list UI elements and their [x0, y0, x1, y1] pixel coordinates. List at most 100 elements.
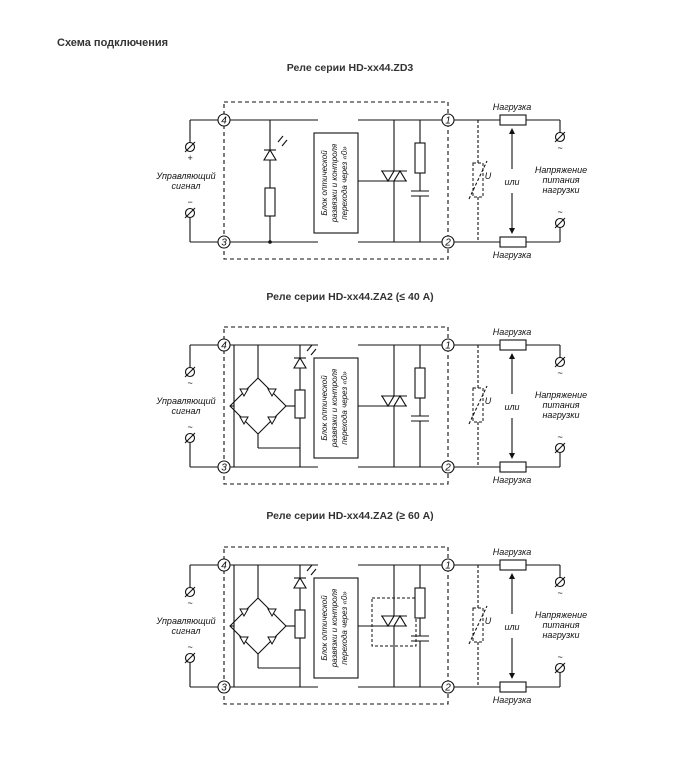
terminal-4-label: 4	[221, 341, 227, 352]
control-label-line2: сигнал	[172, 406, 201, 416]
bridge-diode-2	[267, 388, 277, 398]
supply-terminal-bottom-slash	[554, 217, 566, 229]
relay-enclosure	[223, 546, 449, 705]
load-label-top: Нагрузка	[493, 102, 532, 112]
bridge-diode-1	[239, 608, 249, 618]
control-polarity-top: +	[187, 153, 192, 163]
varistor-label: U	[485, 171, 492, 181]
led-arrow-2	[281, 139, 288, 147]
supply-label-line2: питания	[542, 620, 579, 630]
supply-terminal-top-slash	[554, 356, 566, 368]
triac-part-1	[381, 395, 395, 408]
supply-symbol-bottom: ~	[557, 207, 562, 217]
control-polarity-top: ~	[187, 378, 192, 388]
page-heading: Схема подключения	[57, 37, 169, 49]
supply-terminal-top-slash	[554, 131, 566, 143]
bridge-diode-4	[267, 416, 277, 426]
or-arrowhead-down	[509, 453, 515, 459]
led-arrow-2	[310, 568, 317, 576]
optical-isolation-block	[313, 132, 359, 234]
control-label-line1: Управляющий	[155, 396, 215, 406]
or-label: или	[504, 402, 519, 412]
supply-label-line3: нагрузки	[542, 410, 579, 420]
led-arrow-1	[306, 564, 313, 572]
terminal-1-label: 1	[445, 561, 451, 572]
diagram-title-za2-60: Реле серии HD-xx44.ZA2 (≥ 60 А)	[266, 510, 434, 522]
load-label-bottom: Нагрузка	[493, 250, 532, 260]
input-resistor	[294, 609, 306, 639]
optical-block-label: Блок оптическойразвязки и контроляперехо…	[320, 368, 349, 448]
triac-part-2	[393, 394, 407, 407]
control-terminal-top-slash	[184, 586, 196, 598]
load-label-top: Нагрузка	[493, 547, 532, 557]
terminal-2-label: 2	[444, 238, 451, 249]
led-arrow-1	[277, 135, 284, 143]
supply-terminal-top-slash	[554, 576, 566, 588]
relay-enclosure	[223, 326, 449, 485]
triac-part-1	[381, 615, 395, 628]
varistor-label: U	[485, 396, 492, 406]
control-label-line2: сигнал	[172, 626, 201, 636]
led-diode	[293, 576, 307, 589]
snubber-resistor	[414, 367, 426, 399]
terminal-2-label: 2	[444, 463, 451, 474]
load-label-top: Нагрузка	[493, 327, 532, 337]
or-arrowhead-down	[509, 673, 515, 679]
control-terminal-top-slash	[184, 141, 196, 153]
or-arrowhead-up	[509, 353, 515, 359]
supply-label-line3: нагрузки	[542, 630, 579, 640]
load-label-bottom: Нагрузка	[493, 475, 532, 485]
varistor-slash	[468, 160, 488, 200]
or-label: или	[504, 622, 519, 632]
led-diode	[263, 148, 277, 161]
supply-symbol-top: ~	[557, 143, 562, 153]
supply-label-line2: питания	[542, 175, 579, 185]
terminal-1-label: 1	[445, 116, 451, 127]
varistor-slash	[468, 385, 488, 425]
control-terminal-bottom-slash	[184, 207, 196, 219]
input-resistor	[264, 187, 276, 217]
control-label-line1: Управляющий	[155, 171, 215, 181]
control-terminal-top-slash	[184, 366, 196, 378]
control-label-line1: Управляющий	[155, 616, 215, 626]
control-polarity-bottom: ~	[187, 642, 192, 652]
bridge-diode-2	[267, 608, 277, 618]
led-arrow-2	[310, 348, 317, 356]
snubber-resistor	[414, 142, 426, 174]
triac-module	[371, 597, 417, 647]
or-arrowhead-up	[509, 128, 515, 134]
supply-label-line2: питания	[542, 400, 579, 410]
supply-symbol-bottom: ~	[557, 432, 562, 442]
load-resistor-bottom	[499, 461, 527, 473]
terminal-4-label: 4	[221, 561, 227, 572]
control-label-line2: сигнал	[172, 181, 201, 191]
terminal-3-label: 3	[221, 683, 227, 694]
or-label: или	[504, 177, 519, 187]
control-terminal-bottom-slash	[184, 432, 196, 444]
terminal-3-label: 3	[221, 238, 227, 249]
bridge-rectifier	[229, 377, 287, 435]
supply-label-line1: Напряжение	[535, 610, 587, 620]
triac-part-2	[393, 614, 407, 627]
load-resistor-top	[499, 114, 527, 126]
load-resistor-top	[499, 559, 527, 571]
load-resistor-bottom	[499, 236, 527, 248]
supply-terminal-bottom-slash	[554, 442, 566, 454]
bridge-rectifier	[229, 597, 287, 655]
snubber-resistor	[414, 587, 426, 619]
bridge-diode-3	[239, 636, 249, 646]
varistor-slash	[468, 605, 488, 645]
led-arrow-1	[306, 344, 313, 352]
optical-isolation-block	[313, 357, 359, 459]
junction	[268, 240, 272, 244]
optical-isolation-block	[313, 577, 359, 679]
supply-terminal-bottom-slash	[554, 662, 566, 674]
triac-part-1	[381, 170, 395, 183]
optical-block-label: Блок оптическойразвязки и контроляперехо…	[320, 588, 349, 668]
varistor-label: U	[485, 616, 492, 626]
terminal-2-label: 2	[444, 683, 451, 694]
led-diode	[293, 356, 307, 369]
load-label-bottom: Нагрузка	[493, 695, 532, 705]
